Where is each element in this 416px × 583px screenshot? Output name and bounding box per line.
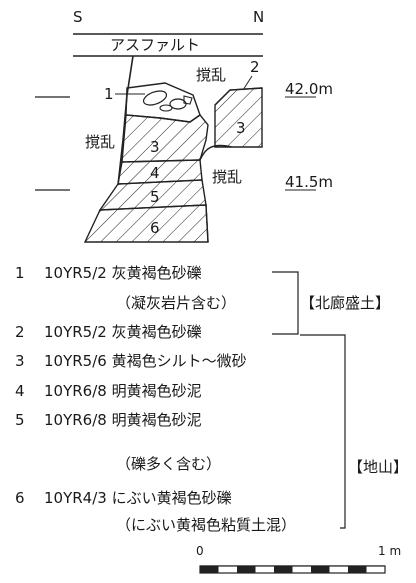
- layer-label-3: 3: [150, 138, 160, 156]
- elevation-upper: 42.0m: [285, 80, 333, 98]
- disturbance-label: 撹乱: [212, 168, 242, 186]
- bracket-north-corridor: [272, 271, 299, 335]
- surface-label: アスファルト: [110, 36, 200, 54]
- layer-label-4: 4: [150, 164, 160, 182]
- elevation-lower: 41.5m: [285, 173, 333, 191]
- legend-text: 10YR6/8 明黄褐色砂泥: [44, 382, 202, 400]
- gravel-stone: [169, 98, 187, 110]
- legend-num: 4: [15, 382, 25, 400]
- layer-3-north-area: [214, 87, 263, 148]
- group-label-natural-ground: 【地山】: [348, 458, 408, 476]
- group-label-north-corridor: 【北廊盛土】: [300, 294, 390, 312]
- legend-num: 3: [15, 352, 25, 370]
- legend-text: 10YR5/2 灰黄褐色砂礫: [44, 323, 202, 341]
- layer-2-line: [214, 87, 263, 106]
- layer-label-1: 1: [104, 85, 114, 103]
- legend-num: 5: [15, 411, 25, 429]
- layer-6-area: [83, 204, 209, 243]
- scale-bar: 0 1 m: [196, 544, 401, 574]
- scale-zero: 0: [196, 544, 204, 558]
- disturbance-label: 撹乱: [196, 66, 226, 84]
- legend-text: （にぶい黄褐色粘質土混）: [116, 516, 296, 534]
- north-edge-line: [205, 204, 209, 243]
- legend: 1 10YR5/2 灰黄褐色砂礫 （凝灰岩片含む） 2 10YR5/2 灰黄褐色…: [15, 264, 296, 534]
- scale-max: 1 m: [378, 544, 401, 558]
- gravel-stone: [183, 95, 193, 105]
- layer-3-area: [121, 114, 209, 163]
- legend-num: 1: [15, 264, 25, 282]
- gravel-stone: [159, 104, 173, 112]
- gravel-stone: [142, 90, 168, 106]
- legend-num: 2: [15, 323, 25, 341]
- bracket-natural-ground: [300, 334, 346, 529]
- legend-num: 6: [15, 489, 25, 507]
- legend-text: （礫多く含む）: [116, 455, 221, 473]
- layer-label-5: 5: [150, 188, 160, 206]
- legend-text: 10YR6/8 明黄褐色砂泥: [44, 411, 202, 429]
- layer-2-leader: [242, 75, 253, 91]
- layer-label-6: 6: [150, 219, 160, 237]
- layer-label-3-north: 3: [236, 119, 246, 137]
- south-label: S: [73, 8, 83, 26]
- legend-text: 10YR4/3 にぶい黄褐色砂礫: [44, 489, 232, 507]
- disturbance-boundary: [199, 144, 233, 161]
- legend-text: 10YR5/6 黄褐色シルト～微砂: [44, 352, 247, 370]
- north-label: N: [253, 8, 264, 26]
- legend-text: 10YR5/2 灰黄褐色砂礫: [44, 264, 202, 282]
- south-edge-line: [117, 55, 134, 186]
- layer-label-2: 2: [250, 58, 260, 76]
- disturbance-label: 撹乱: [85, 133, 115, 151]
- legend-text: （凝灰岩片含む）: [116, 294, 236, 312]
